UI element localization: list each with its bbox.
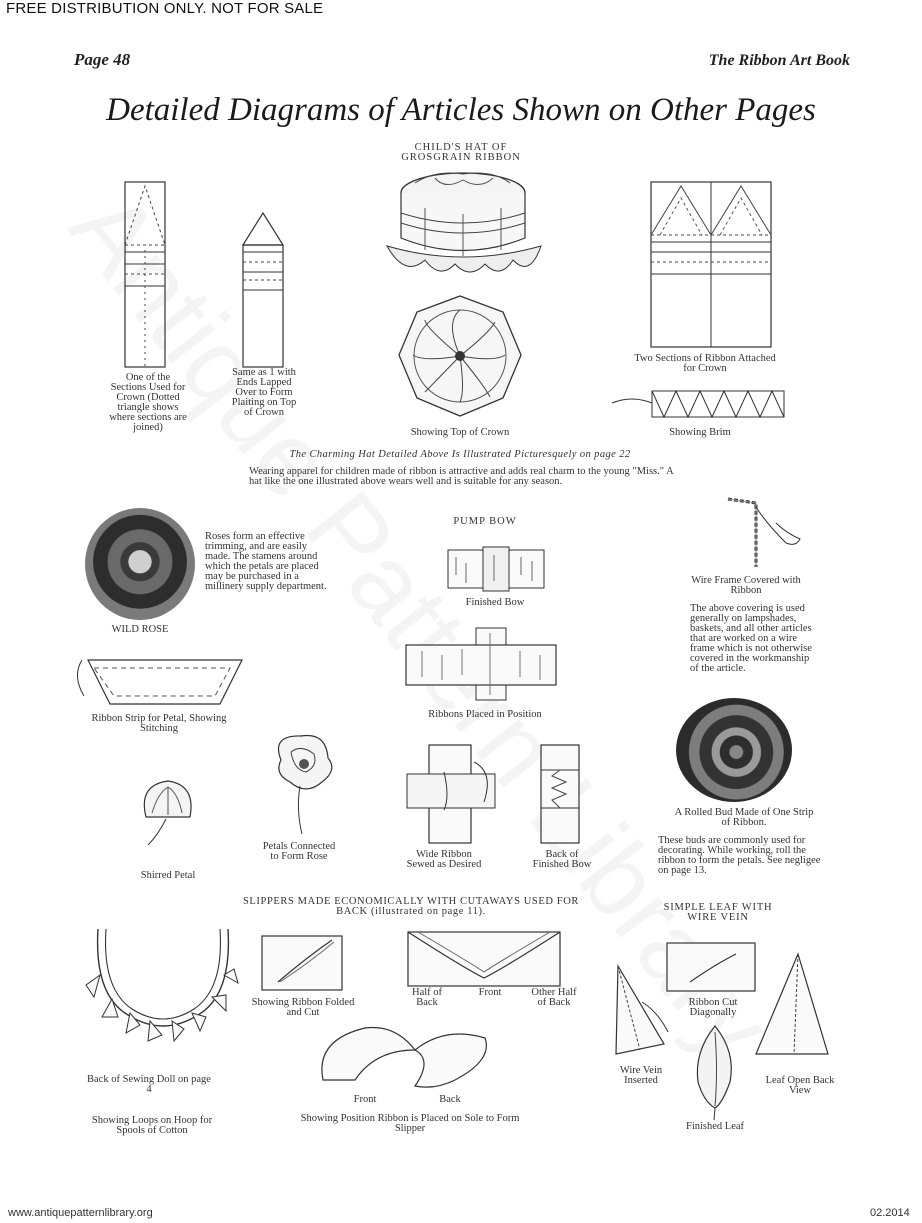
book-title: The Ribbon Art Book (708, 52, 850, 69)
hat-top-illustration (398, 295, 522, 417)
slipper-front-label: Front (353, 1094, 377, 1105)
slipper-shape-diagram (321, 1026, 487, 1088)
wire-vein-diagram (615, 963, 669, 1055)
ribbons-position-diagram (405, 627, 557, 701)
page-number: Page 48 (74, 50, 131, 69)
footer-date: 02.2014 (870, 1207, 910, 1219)
brim-caption: Showing Brim (669, 427, 731, 438)
slipper-position-caption: Showing Position Ribbon is Placed on Sol… (300, 1113, 520, 1134)
distribution-notice: FREE DISTRIBUTION ONLY. NOT FOR SALE (6, 0, 324, 17)
simple-leaf-title: SIMPLE LEAF WITH WIRE VEIN (663, 902, 773, 923)
page-title: Detailed Diagrams of Articles Shown on O… (106, 92, 816, 128)
petals-rose-caption: Petals Connected to Form Rose (262, 841, 336, 862)
wire-frame-paragraph: The above covering is used generally on … (690, 603, 812, 674)
slipper-back-label: Back (439, 1094, 461, 1105)
lapped-section-caption: Same as 1 with Ends Lapped Over to Form … (231, 367, 297, 418)
leaf-open-caption: Leaf Open Back View (765, 1075, 835, 1096)
finished-leaf-caption: Finished Leaf (685, 1121, 745, 1132)
ribbon-folded-diagram (261, 935, 343, 991)
lapped-section-diagram (241, 211, 285, 368)
leaf-open-diagram (755, 952, 829, 1055)
rolled-bud-photo (676, 698, 792, 802)
wire-vein-caption: Wire Vein Inserted (619, 1065, 663, 1086)
two-sections-diagram (650, 181, 772, 348)
slipper-title: SLIPPERS MADE ECONOMICALLY WITH CUTAWAYS… (242, 896, 580, 917)
hat-top-caption: Showing Top of Crown (410, 427, 510, 438)
two-sections-caption: Two Sections of Ribbon Attached for Crow… (634, 353, 776, 374)
finished-bow-diagram (447, 546, 545, 592)
sewing-doll-diagram (85, 928, 239, 1043)
rose-paragraph: Roses form an effective trimming, and ar… (205, 531, 327, 592)
shirred-petal-diagram (143, 780, 192, 846)
charming-hat-note: The Charming Hat Detailed Above Is Illus… (289, 449, 631, 460)
ribbon-cut-caption: Ribbon Cut Diagonally (688, 997, 738, 1018)
sewing-doll-caption: Back of Sewing Doll on page 4 (87, 1074, 211, 1095)
front-label: Front (478, 987, 502, 998)
ribbons-position-caption: Ribbons Placed in Position (428, 709, 542, 720)
footer-url[interactable]: www.antiquepatternlibrary.org (8, 1207, 153, 1219)
back-finished-bow-diagram (540, 744, 580, 844)
brim-diagram (611, 389, 785, 419)
back-finished-bow-caption: Back of Finished Bow (532, 849, 592, 870)
ribbon-cut-diagonal-diagram (666, 942, 756, 992)
wide-ribbon-caption: Wide Ribbon Sewed as Desired (406, 849, 482, 870)
hat-paragraph: Wearing apparel for children made of rib… (249, 466, 674, 487)
rolled-bud-paragraph: These buds are commonly used for decorat… (658, 835, 821, 876)
wide-ribbon-diagram (406, 744, 496, 844)
wire-frame-caption: Wire Frame Covered with Ribbon (691, 575, 801, 596)
shirred-petal-caption: Shirred Petal (140, 870, 196, 881)
crown-section-diagram (124, 181, 166, 368)
petal-strip-diagram (77, 659, 243, 705)
half-back-label: Half of Back (411, 987, 443, 1008)
wild-rose-photo (85, 508, 195, 620)
finished-leaf-diagram (696, 1025, 732, 1121)
other-half-label: Other Half of Back (531, 987, 577, 1008)
wire-frame-diagram (727, 497, 801, 567)
petals-rose-diagram (277, 734, 333, 835)
finished-bow-caption: Finished Bow (465, 597, 525, 608)
half-back-diagram (407, 931, 561, 987)
hoop-loops-caption: Showing Loops on Hoop for Spools of Cott… (91, 1115, 213, 1136)
wild-rose-caption: WILD ROSE (111, 624, 169, 635)
hat-title: CHILD'S HAT OF GROSGRAIN RIBBON (401, 142, 521, 163)
crown-section-caption: One of the Sections Used for Crown (Dott… (109, 372, 187, 433)
ribbon-folded-caption: Showing Ribbon Folded and Cut (251, 997, 355, 1018)
pump-bow-title: PUMP BOW (453, 516, 517, 527)
hat-side-illustration (385, 172, 542, 273)
rolled-bud-caption: A Rolled Bud Made of One Strip of Ribbon… (674, 807, 814, 828)
petal-strip-caption: Ribbon Strip for Petal, Showing Stitchin… (91, 713, 227, 734)
